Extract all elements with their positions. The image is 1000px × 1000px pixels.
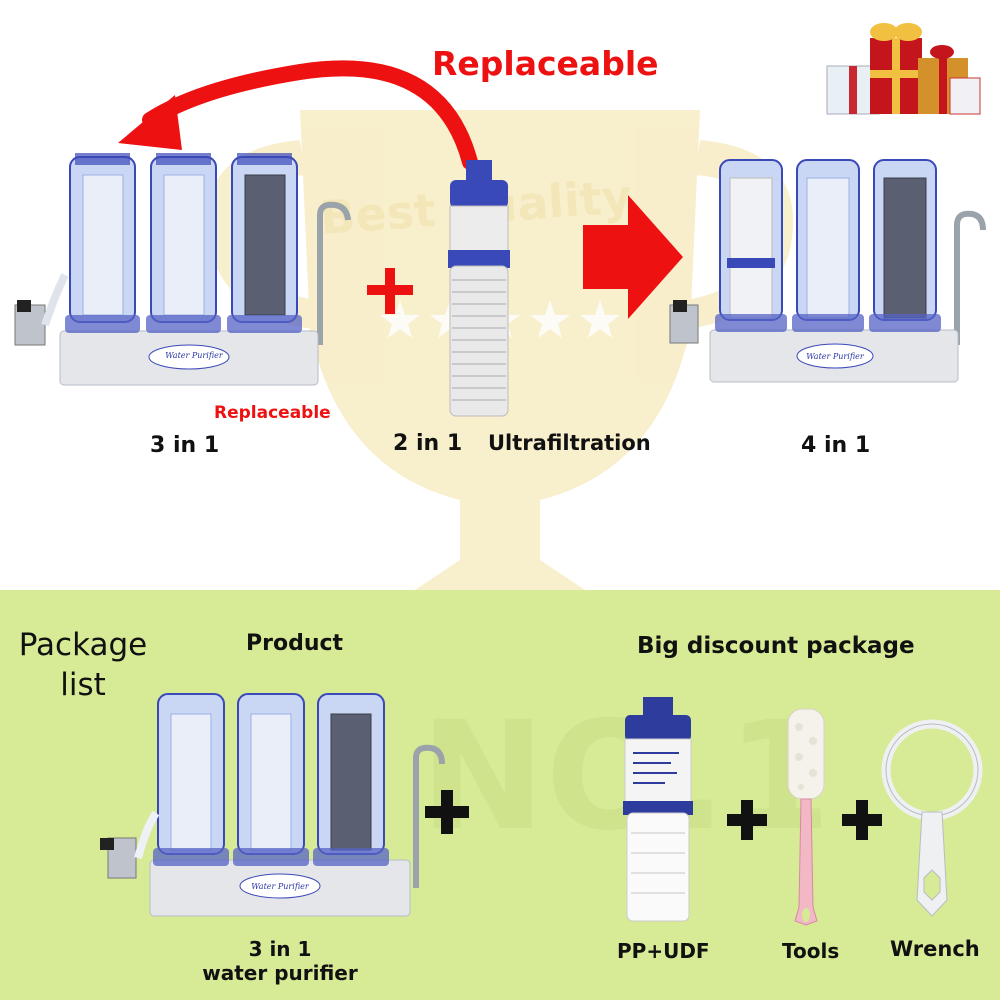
replaceable-label: Replaceable (214, 403, 331, 423)
product-caption-line2: water purifier (202, 961, 358, 985)
product-base-brand: Water Purifier (251, 882, 309, 891)
plus-black-icon-3 (842, 800, 882, 840)
plus-black-icon-2 (727, 800, 767, 840)
label-tools: Tools (782, 939, 840, 963)
label-2in1: 2 in 1 (393, 431, 463, 456)
product-heading: Product (246, 631, 344, 656)
right-arrow-red-icon (583, 195, 683, 319)
label-4in1: 4 in 1 (801, 433, 871, 458)
product-caption: 3 in 1 water purifier (190, 937, 370, 985)
headline-replaceable: Replaceable (432, 44, 659, 83)
right-base-brand: Water Purifier (806, 352, 864, 361)
product-caption-line1: 3 in 1 (248, 937, 312, 961)
label-wrench: Wrench (890, 937, 980, 961)
gift-boxes-icon (826, 23, 981, 115)
discount-heading: Big discount package (637, 633, 915, 659)
left-base-brand: Water Purifier (165, 351, 223, 360)
label-ultrafiltration: Ultrafiltration (488, 431, 651, 455)
purifier-left-illustration (14, 153, 351, 386)
plus-red-icon (367, 268, 413, 314)
ultrafiltration-cartridge-illustration (448, 160, 510, 417)
label-pp-udf: PP+UDF (617, 939, 710, 963)
package-title-line1: Package (18, 627, 148, 663)
pp-udf-cartridge-illustration (623, 697, 693, 922)
label-3in1: 3 in 1 (150, 433, 220, 458)
package-list-title: Package list (18, 625, 148, 705)
cleaning-brush-tool-illustration (787, 708, 825, 926)
package-title-line2: list (60, 667, 106, 703)
purifier-4in1-illustration (669, 159, 986, 383)
plus-black-icon-1 (425, 790, 469, 834)
purifier-product-illustration (100, 693, 445, 917)
filter-wrench-illustration (881, 719, 983, 917)
